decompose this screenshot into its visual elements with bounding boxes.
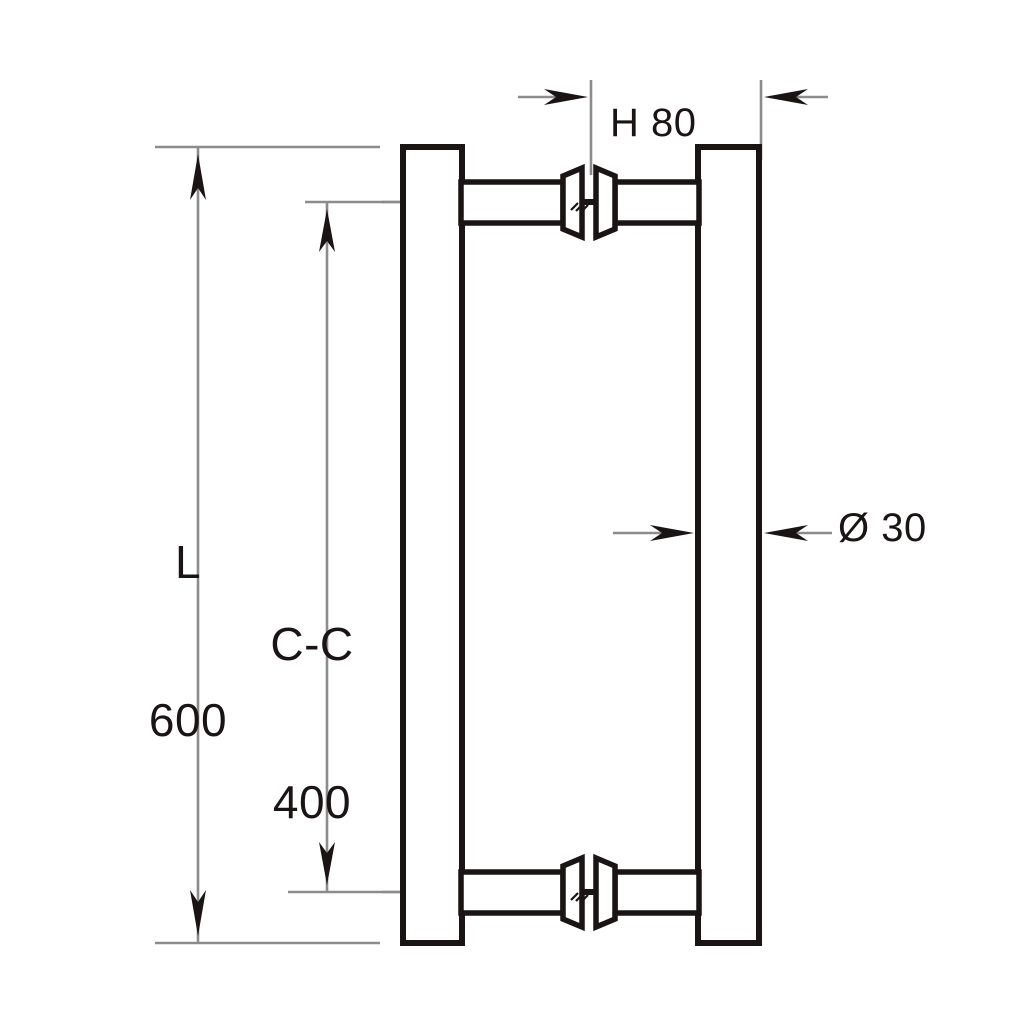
- top-flange-right: [593, 163, 618, 242]
- arrowhead-L-bottom: [190, 890, 206, 936]
- arrowhead-CC-top: [319, 209, 335, 252]
- arrowhead-diameter-left: [650, 525, 694, 541]
- dimension-label-bar-diameter: Ø 30: [838, 506, 927, 550]
- dimension-arrowheads: [190, 89, 808, 936]
- arrowhead-diameter-right: [764, 525, 808, 541]
- bottom-thread-hatching: [570, 892, 589, 903]
- top-standoff-assembly: [458, 163, 702, 242]
- dimension-label-L-name: L: [174, 535, 202, 588]
- dimension-label-CC-name: C-C: [270, 617, 354, 670]
- top-flange-left: [560, 163, 585, 242]
- bottom-standoff-tube-right: [612, 869, 702, 916]
- dimension-label-overall-length: L 600: [108, 430, 268, 853]
- dimension-label-CC-value: 400: [272, 776, 352, 829]
- bottom-flange-right: [593, 853, 618, 932]
- arrowhead-L-top: [190, 154, 206, 200]
- bottom-flange-left: [560, 853, 585, 932]
- bottom-standoff-assembly: [458, 853, 702, 932]
- top-standoff-tube-right: [612, 179, 702, 226]
- dimension-extension-lines: [155, 80, 832, 945]
- top-thread-hatching: [570, 202, 589, 213]
- left-pull-bar: [400, 144, 465, 946]
- arrowhead-CC-bottom: [319, 842, 335, 885]
- dimension-label-standoff-height: H 80: [610, 101, 697, 145]
- bottom-standoff-tube-left: [458, 869, 566, 916]
- handle-geometry: [400, 144, 762, 946]
- arrowhead-H-right: [764, 89, 808, 105]
- top-standoff-tube-left: [458, 179, 566, 226]
- dimension-label-L-value: 600: [148, 694, 228, 747]
- dimension-label-center-to-center: C-C 400: [232, 512, 392, 935]
- arrowhead-H-left: [544, 89, 588, 105]
- right-pull-bar: [695, 144, 762, 946]
